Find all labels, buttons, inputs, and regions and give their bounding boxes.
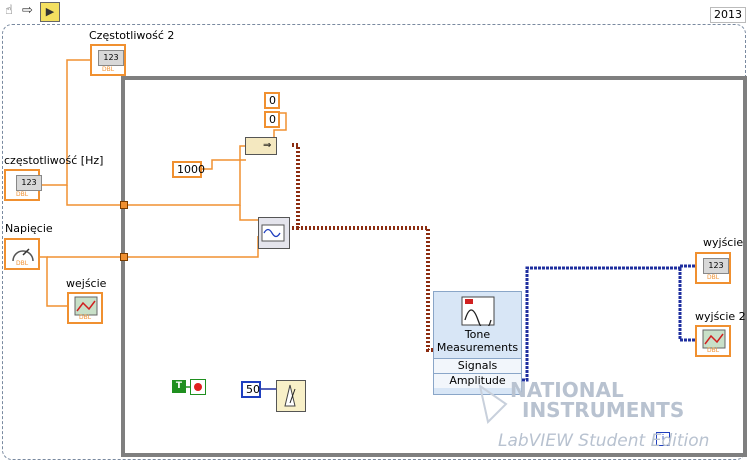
input-label: wejście [66,277,107,290]
knob-icon [12,248,34,262]
voltage-knob-control[interactable]: DBL [4,238,40,270]
sine-wave-icon [261,224,285,242]
voltage-wire [38,256,68,307]
wait-constant[interactable]: 50 [241,381,261,398]
dbl-tag: DBL [706,347,720,354]
dbl-tag: DBL [15,191,29,198]
stop-icon [194,383,202,391]
bundle-node[interactable]: ⇒ [245,137,277,155]
hand-icon[interactable]: ☝ [5,3,13,18]
voltage-tunnel [120,253,128,261]
samples-wire [201,159,246,170]
ni-brand-line1: NATIONAL [510,378,624,402]
waveform-wire [522,264,695,382]
zero-constant-b[interactable]: 0 [264,111,280,128]
dbl-tag: DBL [101,66,115,73]
voltage-label: Napięcie [5,222,53,235]
express-vi-title: Tone Measurements [436,328,519,354]
numeric-display: 123 [703,258,729,274]
true-constant[interactable]: T [172,380,186,393]
freq2-label: Częstotliwość 2 [89,29,175,42]
arrow-icon: ⇒ [263,140,272,151]
dbl-tag: DBL [78,314,92,321]
run-icon[interactable]: ▶ [40,2,60,22]
zero-wire [273,112,287,137]
metronome-icon [284,384,296,407]
tone-measurements-express-vi[interactable]: Tone Measurements Signals Amplitude [433,291,522,395]
freq-control[interactable]: 123 DBL [4,169,42,201]
stop-condition[interactable] [190,379,206,395]
input-graph-indicator[interactable]: DBL [67,292,103,324]
graph-icon [74,296,98,316]
edition-watermark: LabVIEW Student Edition [498,431,710,451]
freq-wire [38,59,92,186]
signals-input[interactable]: Signals [434,358,521,373]
version-label: 2013 [710,7,746,23]
dbl-tag: DBL [706,274,720,281]
graph-icon [702,329,726,349]
ni-eagle-icon [478,384,508,424]
dynamic-wire [292,143,436,352]
wait-ms-node[interactable] [276,380,306,412]
output-indicator[interactable]: 123 DBL [695,252,731,284]
output-label: wyjście [703,236,744,249]
freq-label: częstotliwość [Hz] [4,154,104,167]
iteration-terminal: i [656,432,670,446]
amplitude-output[interactable]: Amplitude [434,373,521,388]
freq-tunnel [120,201,128,209]
waveform-wire-2 [678,268,695,342]
output2-label: wyjście 2 [695,310,746,323]
samples-constant[interactable]: 1000 [172,161,205,178]
tone-icon [461,296,495,326]
numeric-display: 123 [98,50,124,66]
freq-wire-gen [239,205,258,221]
dbl-tag: DBL [15,260,29,267]
output2-graph-indicator[interactable]: DBL [695,325,731,357]
freq-wire-loop [66,145,246,206]
zero-constant-a[interactable]: 0 [264,92,280,109]
numeric-display: 123 [16,175,42,191]
simulate-signal-node[interactable] [258,217,290,249]
block-diagram-toolbar: ☝ ⇨ ▶ 2013 [0,0,750,24]
arrow-icon[interactable]: ⇨ [22,3,33,18]
while-loop[interactable] [121,76,747,457]
ni-brand-line2: INSTRUMENTS [522,398,685,422]
freq2-indicator[interactable]: 123 DBL [90,44,126,76]
